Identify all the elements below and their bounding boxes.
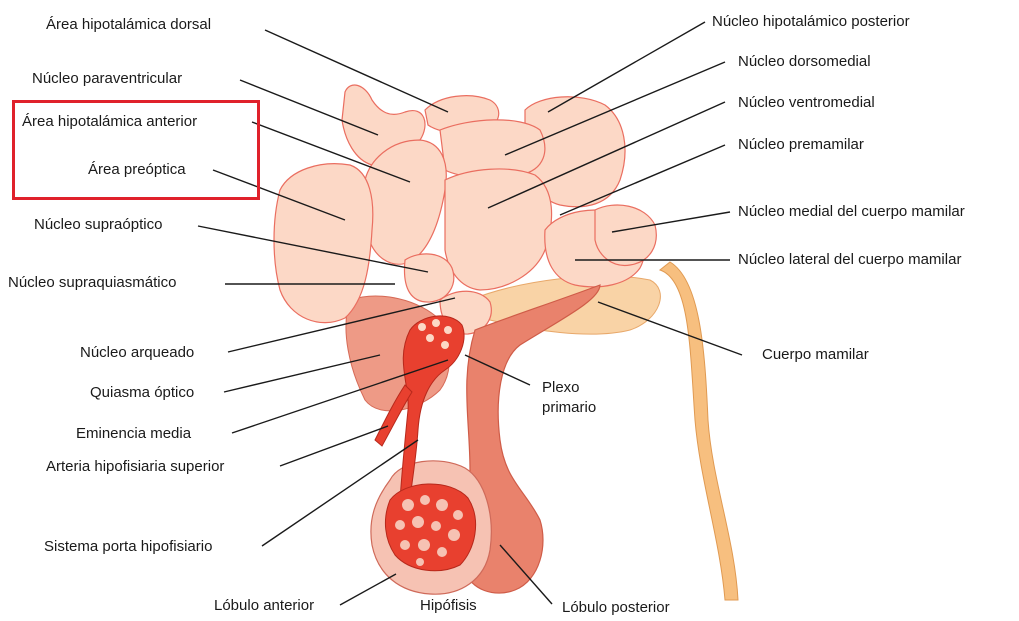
plexus-hole: [400, 540, 410, 550]
label-arteria-hipofisiaria-superior: Arteria hipofisiaria superior: [46, 458, 224, 476]
label-nucleo-ventromedial: Núcleo ventromedial: [738, 94, 875, 112]
label-area-preoptica: Área preóptica: [88, 161, 186, 179]
label-nucleo-lateral-cuerpo-mamilar: Núcleo lateral del cuerpo mamilar: [738, 251, 961, 269]
label-quiasma-optico: Quiasma óptico: [90, 384, 194, 402]
leader-line: [340, 574, 396, 605]
plexus-hole: [416, 558, 424, 566]
label-nucleo-premamilar: Núcleo premamilar: [738, 136, 864, 154]
nerve-tail-shape: [660, 262, 738, 600]
plexus-hole: [441, 341, 449, 349]
plexus-hole: [395, 520, 405, 530]
plexus-hole: [418, 323, 426, 331]
plexus-hole: [432, 319, 440, 327]
plexus-hole: [453, 510, 463, 520]
label-area-hipotalamica-dorsal: Área hipotalámica dorsal: [46, 16, 211, 34]
label-nucleo-arqueado: Núcleo arqueado: [80, 344, 194, 362]
plexus-hole: [444, 326, 452, 334]
plexus-hole: [418, 539, 430, 551]
plexus-hole: [437, 547, 447, 557]
label-nucleo-dorsomedial: Núcleo dorsomedial: [738, 53, 871, 71]
plexus-hole: [412, 516, 424, 528]
supraoptic-lobe: [404, 254, 453, 302]
label-lobulo-anterior: Lóbulo anterior: [214, 597, 314, 615]
plexus-hole: [426, 334, 434, 342]
label-nucleo-hipotalamico-posterior: Núcleo hipotalámico posterior: [712, 13, 910, 31]
leader-line: [548, 22, 705, 112]
label-plexo-primario-line1: Plexo: [542, 379, 580, 397]
preoptic-lobe: [274, 164, 373, 323]
label-nucleo-paraventricular: Núcleo paraventricular: [32, 70, 182, 88]
anterior-lobe: [365, 140, 446, 264]
label-area-hipotalamica-anterior: Área hipotalámica anterior: [22, 113, 197, 131]
leader-line: [280, 426, 388, 466]
plexus-hole: [431, 521, 441, 531]
label-plexo-primario-line2: primario: [542, 399, 596, 417]
label-nucleo-medial-cuerpo-mamilar: Núcleo medial del cuerpo mamilar: [738, 203, 965, 221]
plexus-hole: [436, 499, 448, 511]
plexus-hole: [448, 529, 460, 541]
mammillary-medial-lobe: [595, 205, 656, 265]
label-eminencia-media: Eminencia media: [76, 425, 191, 443]
label-cuerpo-mamilar: Cuerpo mamilar: [762, 346, 869, 364]
label-lobulo-posterior: Lóbulo posterior: [562, 599, 670, 617]
plexus-hole: [420, 495, 430, 505]
plexus-hole: [402, 499, 414, 511]
label-hipofisis: Hipófisis: [420, 597, 477, 615]
label-nucleo-supraquiasmatico: Núcleo supraquiasmático: [8, 274, 176, 292]
label-sistema-porta-hipofisiario: Sistema porta hipofisiario: [44, 538, 212, 556]
label-nucleo-supraoptico: Núcleo supraóptico: [34, 216, 162, 234]
